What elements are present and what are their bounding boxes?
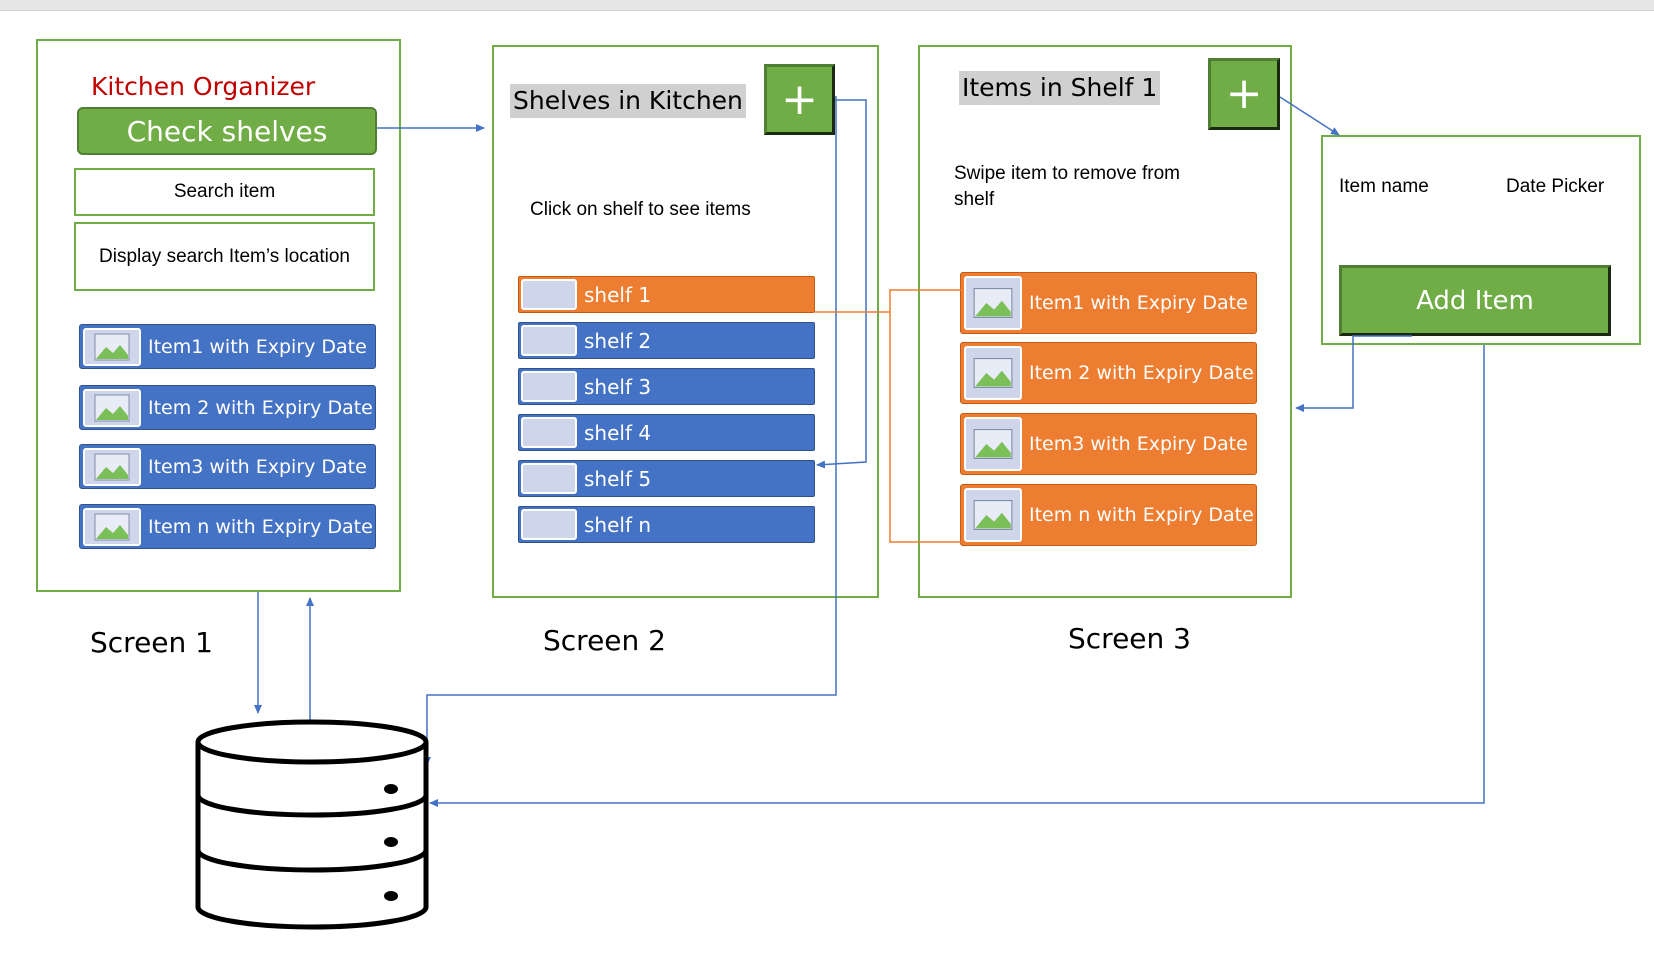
shelf-item[interactable]: shelf 3 [518,368,815,405]
picture-icon [964,488,1022,542]
app-title: Kitchen Organizer [91,72,316,101]
shelf-thumbnail [521,325,577,356]
check-shelves-button[interactable]: Check shelves [77,107,377,155]
list-item[interactable]: Item3 with Expiry Date [960,413,1257,475]
add-item-button[interactable]: Add Item [1339,265,1611,336]
screen-2-label: Screen 2 [543,624,666,657]
list-item[interactable]: Item3 with Expiry Date [79,444,376,489]
item-label: Item1 with Expiry Date [148,335,367,358]
shelf-thumbnail [521,417,577,448]
items-in-shelf-title: Items in Shelf 1 [959,71,1161,105]
add-item-plus-button[interactable]: + [1208,58,1280,130]
picture-icon [964,276,1022,330]
picture-icon [964,417,1022,471]
shelf-label: shelf 3 [584,374,652,399]
shelf-item[interactable]: shelf 5 [518,460,815,497]
window-top-bar [0,0,1654,11]
plus-icon: + [781,73,818,125]
shelf-thumbnail [521,371,577,402]
shelf-thumbnail [521,279,577,310]
search-item-field[interactable]: Search item [74,168,375,216]
shelf-label: shelf 1 [584,282,652,307]
add-shelf-button[interactable]: + [764,64,835,135]
connector-shelves-to-db [423,96,837,766]
screen-3-label: Screen 3 [1068,622,1191,655]
swipe-hint: Swipe item to remove from shelf [954,163,1180,210]
picture-icon [964,346,1022,400]
list-item[interactable]: Item n with Expiry Date [79,504,376,549]
shelf-label: shelf 4 [584,420,652,445]
picture-icon [83,327,141,366]
screen-1-label: Screen 1 [90,626,213,659]
shelves-title: Shelves in Kitchen [510,84,746,118]
shelf-item[interactable]: shelf n [518,506,815,543]
list-item[interactable]: Item1 with Expiry Date [79,324,376,369]
picture-icon [83,447,141,486]
database-icon [195,719,429,930]
connector-form-to-db [429,345,1485,807]
shelf-item[interactable]: shelf 2 [518,322,815,359]
item-label: Item3 with Expiry Date [1029,433,1248,455]
picture-icon [83,507,141,546]
item-label: Item 2 with Expiry Date [148,396,373,419]
item-label: Item n with Expiry Date [148,515,373,538]
item-label: Item n with Expiry Date [1029,504,1254,526]
plus-icon: + [1225,68,1263,119]
screen-2-frame [492,45,879,598]
shelf-item[interactable]: shelf 4 [518,414,815,451]
item-label: Item3 with Expiry Date [148,455,367,478]
connector-add-to-form [1279,96,1340,136]
shelf-item[interactable]: shelf 1 [518,276,815,313]
shelf-label: shelf n [584,512,652,537]
list-item[interactable]: Item1 with Expiry Date [960,272,1257,334]
date-picker-field[interactable]: Date Picker [1506,176,1605,197]
search-location-display: Display search Item’s location [74,222,375,291]
connector-add-shelf-loop [816,99,867,469]
item-label: Item 2 with Expiry Date [1029,362,1254,384]
connector-form-to-items [1295,335,1412,412]
shelf-label: shelf 5 [584,466,652,491]
shelf-label: shelf 2 [584,328,652,353]
shelf-thumbnail [521,509,577,540]
list-item[interactable]: Item 2 with Expiry Date [79,385,376,430]
item-name-field-label[interactable]: Item name [1339,176,1429,197]
item-label: Item1 with Expiry Date [1029,292,1248,314]
list-item[interactable]: Item 2 with Expiry Date [960,342,1257,404]
picture-icon [83,388,141,427]
list-item[interactable]: Item n with Expiry Date [960,484,1257,546]
connector-shelf1-to-items [815,289,962,543]
shelf-thumbnail [521,463,577,494]
shelves-hint: Click on shelf to see items [530,199,751,220]
